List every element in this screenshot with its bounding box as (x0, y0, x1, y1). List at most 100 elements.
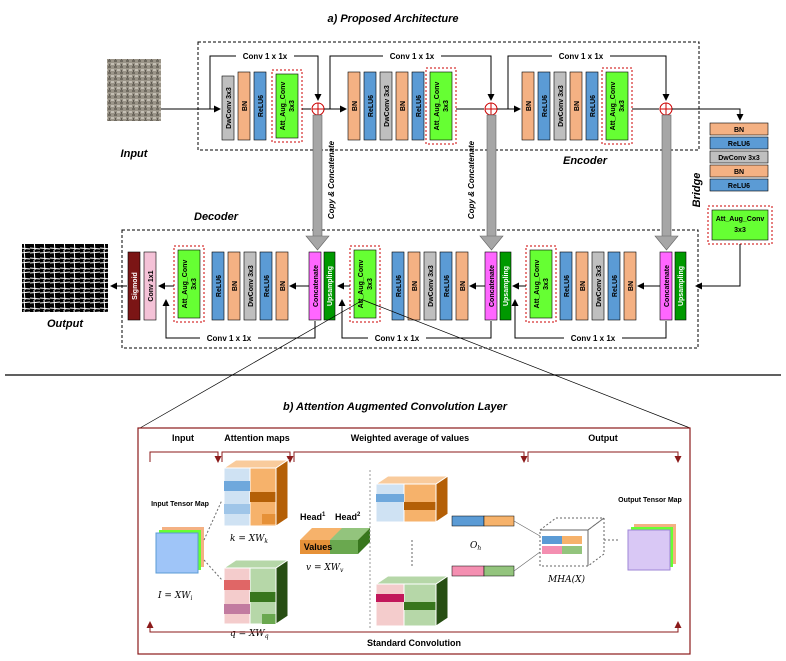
svg-text:BN: BN (580, 281, 587, 291)
encoder-label: Encoder (563, 155, 608, 167)
weighted-cube-bottom (374, 575, 450, 627)
bn-layer (709, 164, 769, 178)
eq-v: v = XWv (306, 563, 344, 574)
svg-text:Concatenate: Concatenate (664, 265, 671, 307)
dwconv-label: DwConv 3x3 (226, 87, 233, 129)
encoder-box (197, 41, 700, 151)
svg-text:Upsampling: Upsampling (503, 266, 510, 306)
key-cube (222, 459, 290, 527)
svg-text:Conv 1x1: Conv 1x1 (148, 270, 155, 301)
svg-text:BN: BN (574, 101, 581, 111)
bn-layer (623, 251, 637, 321)
dwconv-layer (243, 251, 257, 321)
svg-text:ReLU6: ReLU6 (728, 141, 750, 148)
svg-text:Conv 1 x 1x: Conv 1 x 1x (207, 334, 252, 343)
encoder-block-1: DwConv 3x3 BN ReLU6 Att_Aug_Conv 3x3 (221, 69, 303, 143)
dwconv-layer (221, 75, 235, 141)
oh-label: Oh (470, 541, 481, 552)
bridge-to-decoder-arrow (695, 244, 741, 290)
att-aug-conv-layer (353, 249, 377, 319)
eq-q: q = XWq (230, 629, 269, 640)
output-label: Output (47, 318, 84, 330)
relu6-layer (585, 71, 599, 141)
decoder-label: Decoder (194, 211, 239, 223)
svg-text:3x3: 3x3 (191, 278, 198, 290)
sigmoid-layer (127, 251, 141, 321)
col-attention-maps: Attention maps (224, 433, 290, 443)
att-aug-conv-layer (275, 73, 299, 139)
svg-text:BN: BN (232, 281, 239, 291)
input-label: Input (121, 148, 149, 160)
svg-text:BN: BN (734, 169, 744, 176)
query-cube (222, 559, 290, 625)
mha-label: MHA(X) (547, 574, 585, 585)
bn-layer (275, 251, 289, 321)
conv1x1-layer (143, 251, 157, 321)
bn-layer (227, 251, 241, 321)
svg-text:Conv 1 x 1x: Conv 1 x 1x (571, 334, 616, 343)
title-part-a: a) Proposed Architecture (327, 13, 458, 25)
relu6-layer (211, 251, 225, 321)
dwconv-layer (591, 251, 605, 321)
standard-conv-label: Standard Convolution (367, 638, 461, 648)
relu6-layer (391, 251, 405, 321)
bn-label: BN (242, 101, 249, 111)
copy-arrow-3 (654, 114, 679, 251)
input-image (107, 59, 161, 121)
svg-text:BN: BN (460, 281, 467, 291)
svg-text:Att_Aug_Conv: Att_Aug_Conv (358, 260, 365, 309)
relu6-layer (411, 71, 425, 141)
att-aug-conv-layer (429, 71, 453, 141)
svg-text:Att_Aug_Conv: Att_Aug_Conv (610, 82, 617, 131)
relu6-layer (709, 178, 769, 192)
col-weighted-avg: Weighted average of values (351, 433, 469, 443)
head2-label: Head2 (335, 512, 361, 522)
bridge-stack: BN ReLU6 DwConv 3x3 BN ReLU6 Att_Aug_Con… (707, 122, 773, 245)
svg-text:BN: BN (526, 101, 533, 111)
input-tensor-map-label: Input Tensor Map (151, 501, 209, 508)
eq-i: I = XWi (157, 591, 192, 602)
bn-layer (709, 122, 769, 136)
bn-layer (455, 251, 469, 321)
svg-text:DwConv 3x3: DwConv 3x3 (596, 265, 603, 307)
svg-text:DwConv 3x3: DwConv 3x3 (558, 85, 565, 127)
att-aug-conv-layer (711, 209, 769, 241)
svg-text:ReLU6: ReLU6 (216, 275, 223, 297)
svg-text:Conv 1 x 1x: Conv 1 x 1x (375, 334, 420, 343)
svg-text:ReLU6: ReLU6 (564, 275, 571, 297)
svg-text:DwConv 3x3: DwConv 3x3 (248, 265, 255, 307)
svg-text:ReLU6: ReLU6 (728, 183, 750, 190)
encoder-block-2: BN ReLU6 DwConv 3x3 BN ReLU6 Att_Aug_Con… (347, 67, 457, 145)
svg-text:BN: BN (412, 281, 419, 291)
att-aug-conv-layer (529, 249, 553, 319)
col-output: Output (588, 433, 618, 443)
oh-strip-bottom (451, 565, 515, 577)
svg-text:Upsampling: Upsampling (678, 266, 685, 306)
oh-strip-top (451, 515, 515, 527)
relu6-label: ReLU6 (258, 95, 265, 117)
svg-text:ReLU6: ReLU6 (444, 275, 451, 297)
decoder-block-3: Upsampling Concatenate BN ReLU6 DwConv 3… (525, 245, 687, 323)
svg-text:BN: BN (280, 281, 287, 291)
relu6-layer (559, 251, 573, 321)
col-input: Input (172, 433, 194, 443)
decoder-block-2: Upsampling Concatenate BN ReLU6 DwConv 3… (349, 245, 512, 323)
bn-layer (521, 71, 535, 141)
svg-text:ReLU6: ReLU6 (416, 95, 423, 117)
svg-text:ReLU6: ReLU6 (264, 275, 271, 297)
relu6-layer (709, 136, 769, 150)
attention-frame (137, 427, 691, 655)
svg-text:Concatenate: Concatenate (489, 265, 496, 307)
att-label: Att_Aug_Conv (280, 82, 287, 131)
svg-text:ReLU6: ReLU6 (612, 275, 619, 297)
upsampling-layer (323, 251, 336, 321)
svg-text:3x3: 3x3 (619, 100, 626, 112)
svg-text:3x3: 3x3 (734, 227, 746, 234)
bn-layer (395, 71, 409, 141)
values-block (300, 528, 370, 554)
relu6-layer (607, 251, 621, 321)
relu6-layer (253, 71, 267, 141)
relu6-layer (259, 251, 273, 321)
copy-concat-label-2: Copy & Concatenate (467, 140, 476, 219)
